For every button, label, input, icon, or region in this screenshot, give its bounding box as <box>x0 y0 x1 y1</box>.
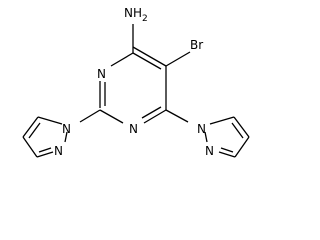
bond-pz2-c5-c4-double <box>231 122 244 139</box>
bond-n1-c6 <box>143 109 167 124</box>
pyrazole-left-nitrogen-attach: N <box>62 122 71 136</box>
chemical-structure-diagram: NH2 Br N N N N N N <box>22 6 250 158</box>
bond-pz2-c5-c4 <box>233 116 250 138</box>
pyrazole-right-nitrogen-attach: N <box>197 122 206 136</box>
bond-pz1-c3-n2 <box>36 151 54 158</box>
bond-pz2-n2-n1 <box>204 131 208 143</box>
bond-pz1-n2-n1 <box>64 131 68 143</box>
bond-pz1-c5-c4 <box>22 116 39 138</box>
pyrazole-left-nitrogen-adjacent: N <box>54 144 63 158</box>
bond-c5-c4 <box>132 46 167 67</box>
bond-pz2-n1-c5 <box>209 116 235 125</box>
bond-pz1-n1-c5 <box>37 116 63 125</box>
bond-pz2-c3-n2-double <box>220 147 234 153</box>
bond-c5-br <box>165 51 191 67</box>
bond-c5-c4-double <box>132 52 162 70</box>
bond-pz1-c3-n2-double <box>38 147 52 153</box>
amine-label: NH2 <box>124 6 148 24</box>
bond-pz2-c4-c3 <box>234 136 250 158</box>
ring-nitrogen-bottom: N <box>129 122 138 136</box>
bond-pz2-c3-n2 <box>218 151 236 158</box>
pyrazole-right-nitrogen-adjacent: N <box>205 144 214 158</box>
ring-nitrogen-top: N <box>97 67 106 81</box>
atom-labels: NH2 Br N N N N N N <box>54 6 214 158</box>
bond-pz1-c4-c3 <box>22 136 38 158</box>
bond-c2-n1 <box>99 109 124 124</box>
bond-n1-c6-double <box>141 106 162 119</box>
bonds <box>22 24 250 158</box>
bond-pz1-c5-c4-double <box>28 122 41 139</box>
bromo-label: Br <box>190 38 203 52</box>
bond-c4-n3 <box>110 52 134 67</box>
bond-c6-pz2 <box>165 109 189 123</box>
bond-c2-pz1 <box>79 109 101 123</box>
